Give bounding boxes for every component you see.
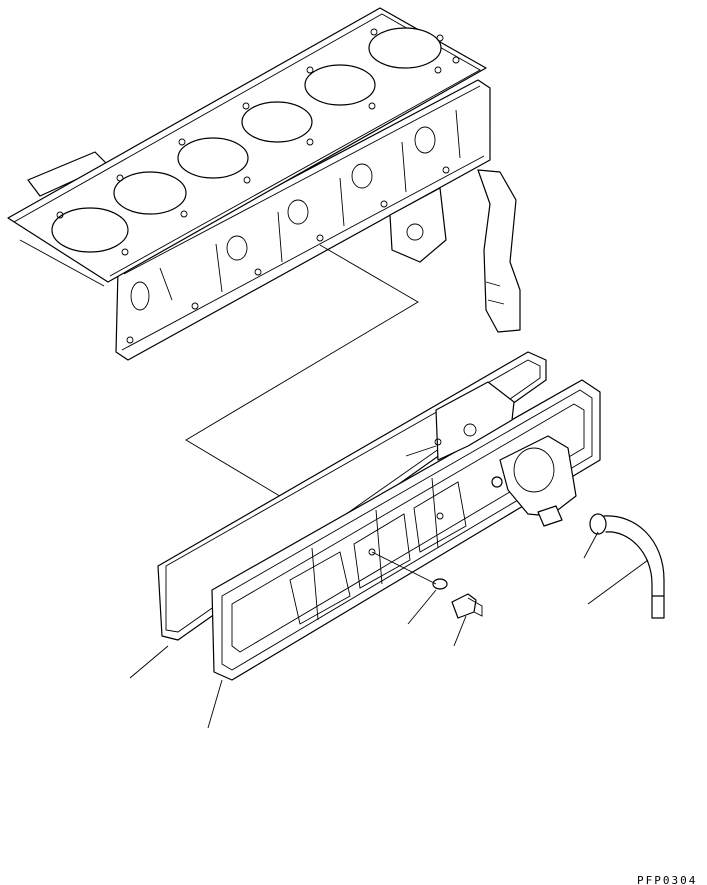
- outlet-bracket: [390, 170, 520, 332]
- engine-block-assembly: [8, 8, 490, 360]
- breather-hose: [604, 516, 664, 618]
- bolt: [452, 594, 482, 618]
- leader-line-block: [186, 245, 418, 526]
- washer: [433, 579, 447, 589]
- drawing-reference-code: PFP0304: [637, 874, 697, 885]
- clip: [590, 514, 606, 534]
- baffle-plate: [435, 382, 514, 460]
- leader-lines: [130, 446, 648, 728]
- breather: [492, 436, 576, 526]
- rocker-cover: [212, 380, 600, 680]
